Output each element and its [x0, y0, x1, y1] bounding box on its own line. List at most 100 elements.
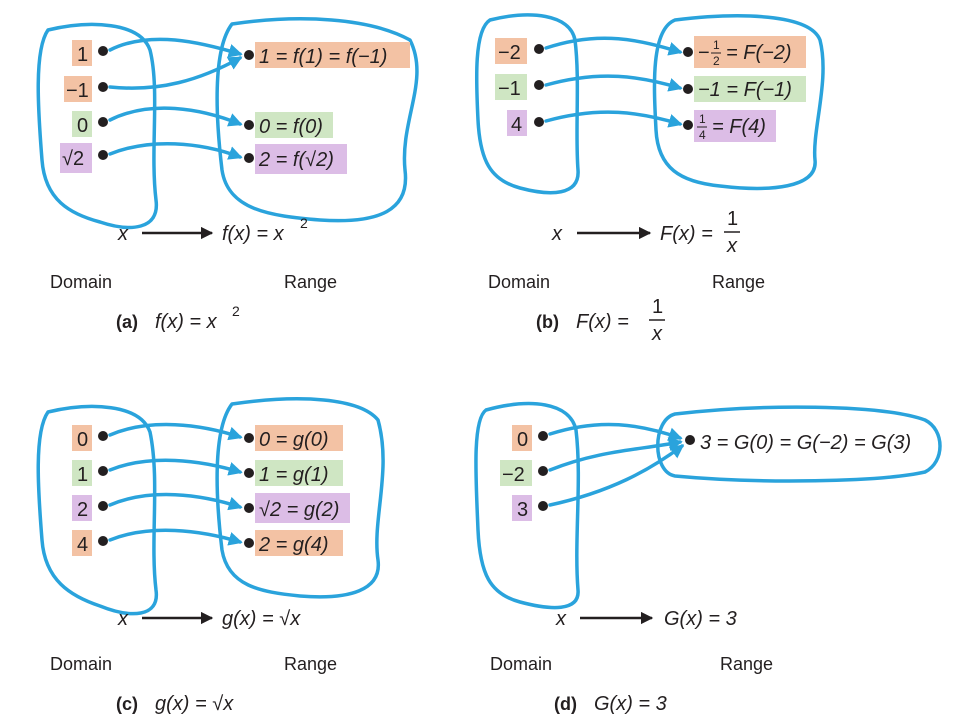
range-value: 0 = f(0): [259, 116, 323, 138]
range-value: −: [698, 42, 710, 64]
mapping-arrow: [108, 56, 243, 90]
domain-box: [512, 425, 532, 451]
domain-label: Domain: [490, 654, 552, 674]
domain-label: Domain: [488, 272, 550, 292]
domain-value: 4: [77, 534, 88, 556]
domain-point: [98, 150, 108, 160]
domain-blob: [36, 22, 158, 230]
range-box: [255, 530, 343, 556]
domain-box: [72, 111, 92, 137]
mapping-arrow: [108, 528, 243, 546]
range-frac-num: 1: [699, 112, 706, 126]
range-box: [255, 425, 343, 451]
domain-blob: [474, 401, 581, 610]
range-blob: [215, 397, 385, 599]
domain-value: 3: [517, 499, 528, 521]
range-value: 1 = f(1) = f(−1): [259, 46, 387, 68]
range-value: 2 = f(√2): [258, 149, 334, 171]
domain-point: [98, 117, 108, 127]
range-box: [255, 112, 333, 138]
caption-frac-den: x: [651, 323, 663, 345]
map-frac-num: 1: [727, 208, 738, 230]
map-input: x: [117, 223, 129, 245]
domain-value: 1: [77, 44, 88, 66]
range-value: 1 = g(1): [259, 464, 328, 486]
domain-point: [98, 82, 108, 92]
map-rule: F(x) =: [660, 223, 713, 245]
domain-value: −1: [66, 80, 89, 102]
domain-box: [72, 530, 92, 556]
domain-value: −2: [498, 42, 521, 64]
range-box: [694, 76, 806, 102]
caption: F(x) =: [576, 311, 629, 333]
domain-box: [507, 110, 527, 136]
mapping-arrow: [108, 492, 243, 511]
panel-d: 0 −2 3 3 = G(0) = G(−2) = G(3) x G(x) = …: [474, 401, 942, 715]
caption: G(x) = 3: [594, 693, 667, 715]
domain-point: [98, 466, 108, 476]
domain-value: 0: [77, 429, 88, 451]
domain-value: 1: [77, 464, 88, 486]
map-input: x: [551, 223, 563, 245]
domain-point: [534, 80, 544, 90]
domain-value: 4: [511, 114, 522, 136]
range-blob: [656, 405, 942, 483]
range-point: [683, 120, 693, 130]
range-point: [244, 468, 254, 478]
domain-box: [72, 460, 92, 486]
range-point: [244, 503, 254, 513]
map-input: x: [117, 608, 129, 630]
range-box: [255, 493, 350, 523]
domain-point: [538, 466, 548, 476]
mapping-arrow: [544, 36, 683, 56]
panel-b: −2 −1 4 − 1 2 = F(−2) −1 = F(−1) 1 4 = F…: [474, 13, 825, 345]
map-rule: G(x) = 3: [664, 608, 737, 630]
domain-box: [64, 76, 92, 102]
range-point: [244, 120, 254, 130]
domain-box: [500, 460, 532, 486]
mapping-arrow: [544, 110, 683, 128]
domain-value: 0: [77, 115, 88, 137]
range-value: = F(4): [712, 116, 766, 138]
domain-value: −1: [498, 78, 521, 100]
range-box: [255, 460, 343, 486]
range-value: −1 = F(−1): [698, 79, 792, 101]
domain-value: 0: [517, 429, 528, 451]
range-frac-den: 4: [699, 128, 706, 142]
mapping-arrow: [548, 422, 683, 441]
caption-letter: (c): [116, 694, 138, 714]
mapping-arrow: [108, 458, 243, 476]
domain-value: 2: [77, 499, 88, 521]
range-label: Range: [720, 654, 773, 674]
domain-label: Domain: [50, 654, 112, 674]
range-box: [255, 144, 347, 174]
caption-letter: (d): [554, 694, 577, 714]
domain-point: [538, 431, 548, 441]
range-label: Range: [712, 272, 765, 292]
range-value: 3 = G(0) = G(−2) = G(3): [700, 432, 911, 454]
domain-point: [98, 431, 108, 441]
mapping-arrow: [108, 37, 243, 58]
range-value: 0 = g(0): [259, 429, 328, 451]
domain-box: [72, 40, 92, 66]
domain-blob: [36, 404, 158, 616]
map-exponent: 2: [300, 215, 308, 231]
caption-frac-num: 1: [652, 296, 663, 318]
panel-c: 0 1 2 4 0 = g(0) 1 = g(1) √2 = g(2) 2 = …: [36, 397, 385, 715]
domain-box: [72, 495, 92, 521]
domain-point: [534, 44, 544, 54]
range-frac-den: 2: [713, 54, 720, 68]
domain-value: −2: [502, 464, 525, 486]
range-box: [255, 42, 410, 68]
range-box: [694, 36, 806, 68]
domain-box: [512, 495, 532, 521]
mapping-arrow: [544, 74, 683, 92]
domain-box: [72, 425, 92, 451]
range-point: [244, 153, 254, 163]
range-value: = F(−2): [726, 42, 792, 64]
domain-point: [98, 536, 108, 546]
range-point: [683, 84, 693, 94]
caption: g(x) = √x: [155, 693, 234, 715]
domain-point: [538, 501, 548, 511]
